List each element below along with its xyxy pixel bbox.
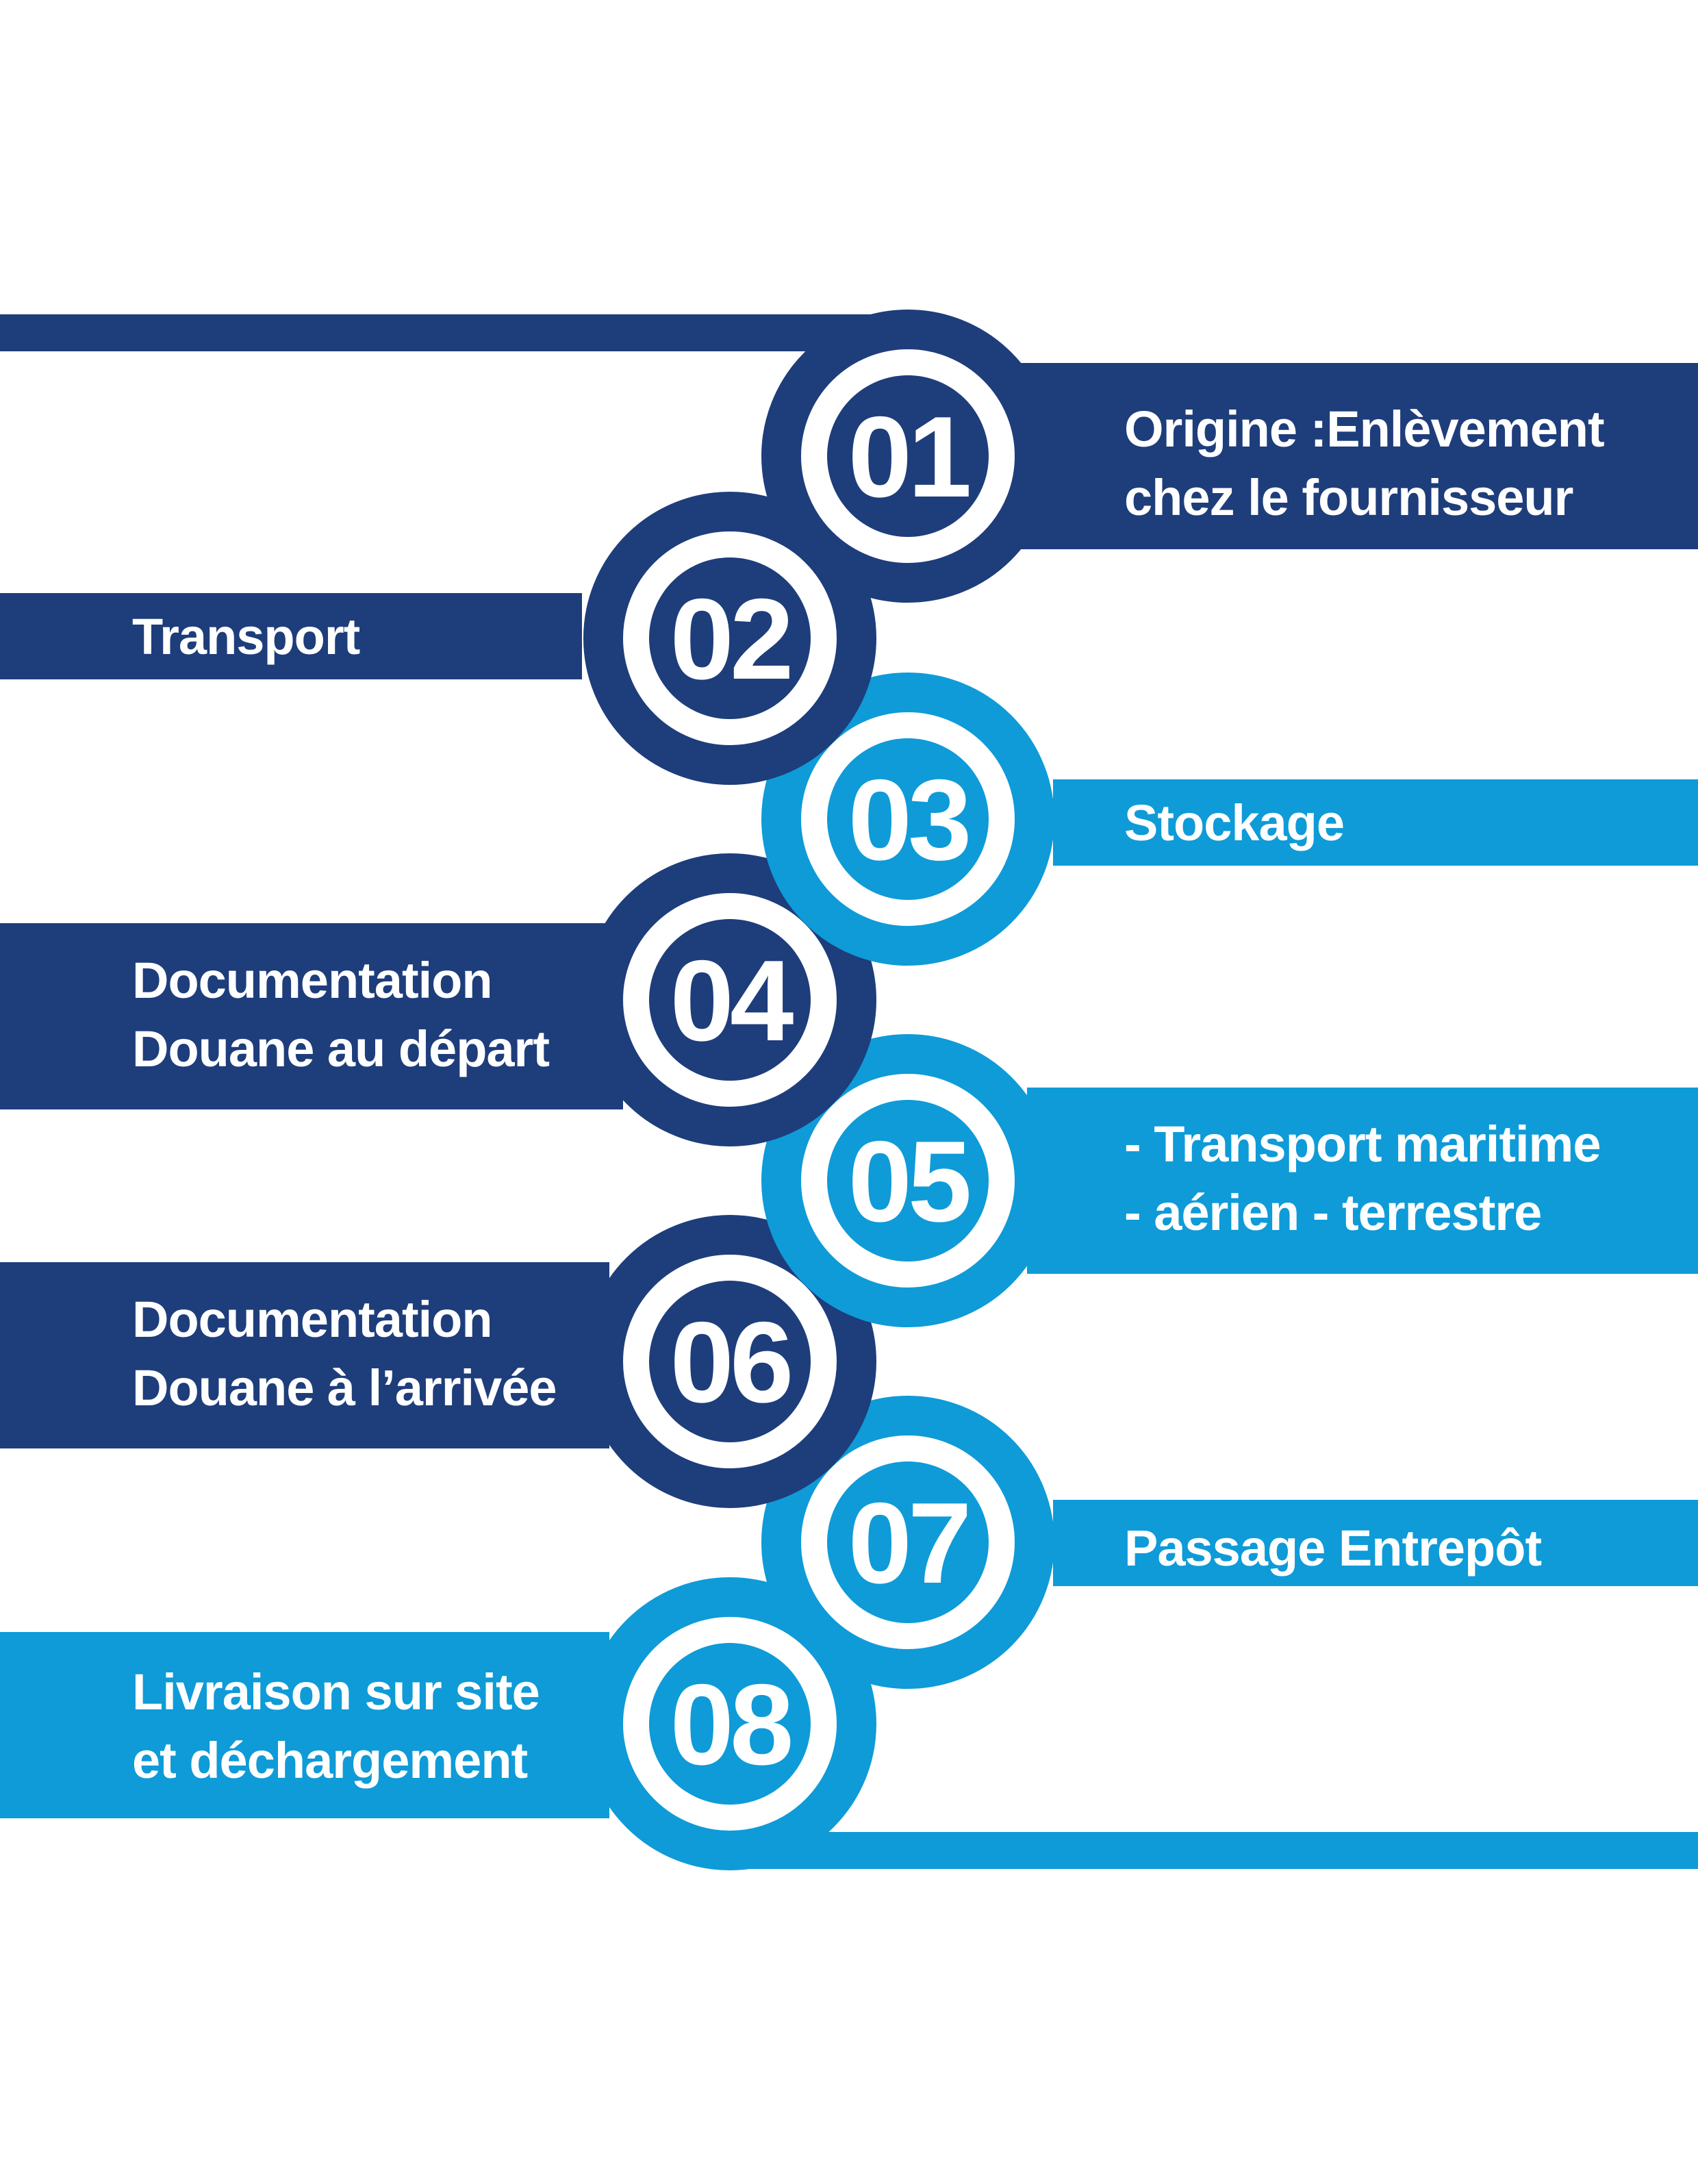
step-08-disc bbox=[649, 1643, 811, 1805]
step-03-number: 03 bbox=[848, 755, 968, 884]
step-05-bar bbox=[1027, 1088, 1698, 1274]
step-03-label: Stockage bbox=[1124, 794, 1344, 851]
step-01-disc bbox=[827, 375, 989, 537]
step-08-bar bbox=[0, 1632, 609, 1818]
step-02-bar bbox=[0, 593, 582, 679]
step-08-label-line-1: Livraison sur site bbox=[132, 1664, 540, 1720]
step-04-bar bbox=[0, 923, 623, 1109]
step-02-number: 02 bbox=[670, 575, 790, 703]
step-01-label-line-2: chez le fournisseur bbox=[1124, 469, 1573, 526]
step-08-label-line-2: et déchargement bbox=[132, 1732, 528, 1789]
step-05-disc bbox=[827, 1100, 989, 1262]
step-08-number: 08 bbox=[670, 1660, 791, 1789]
step-07-number: 07 bbox=[848, 1479, 968, 1607]
step-06-disc bbox=[649, 1281, 811, 1442]
step-07-label: Passage Entrepôt bbox=[1124, 1520, 1541, 1577]
step-01-bar bbox=[1006, 363, 1698, 549]
step-07-bar bbox=[1053, 1500, 1698, 1586]
step-05-label-line-2: - aérien - terrestre bbox=[1124, 1184, 1541, 1241]
step-06-bar bbox=[0, 1262, 609, 1448]
step-04-label-line-2: Douane au départ bbox=[132, 1020, 549, 1077]
step-06-label-line-1: Documentation bbox=[132, 1291, 492, 1348]
step-04-disc bbox=[649, 919, 811, 1081]
step-06-number: 06 bbox=[670, 1298, 790, 1427]
step-05-number: 05 bbox=[848, 1117, 969, 1246]
step-01-label-line-1: Origine :Enlèvement bbox=[1124, 401, 1604, 457]
step-07-disc bbox=[827, 1461, 989, 1623]
step-03-disc bbox=[827, 738, 989, 900]
step-01-number: 01 bbox=[848, 392, 969, 521]
step-02-label: Transport bbox=[132, 608, 360, 665]
step-06-label-line-2: Douane à l’arrivée bbox=[132, 1359, 557, 1416]
step-04-number: 04 bbox=[670, 936, 794, 1065]
step-05-label-line-1: - Transport maritime bbox=[1124, 1116, 1601, 1172]
step-03-bar bbox=[1053, 779, 1698, 866]
step-04-label-line-1: Documentation bbox=[132, 952, 492, 1009]
step-02-disc bbox=[649, 557, 811, 719]
